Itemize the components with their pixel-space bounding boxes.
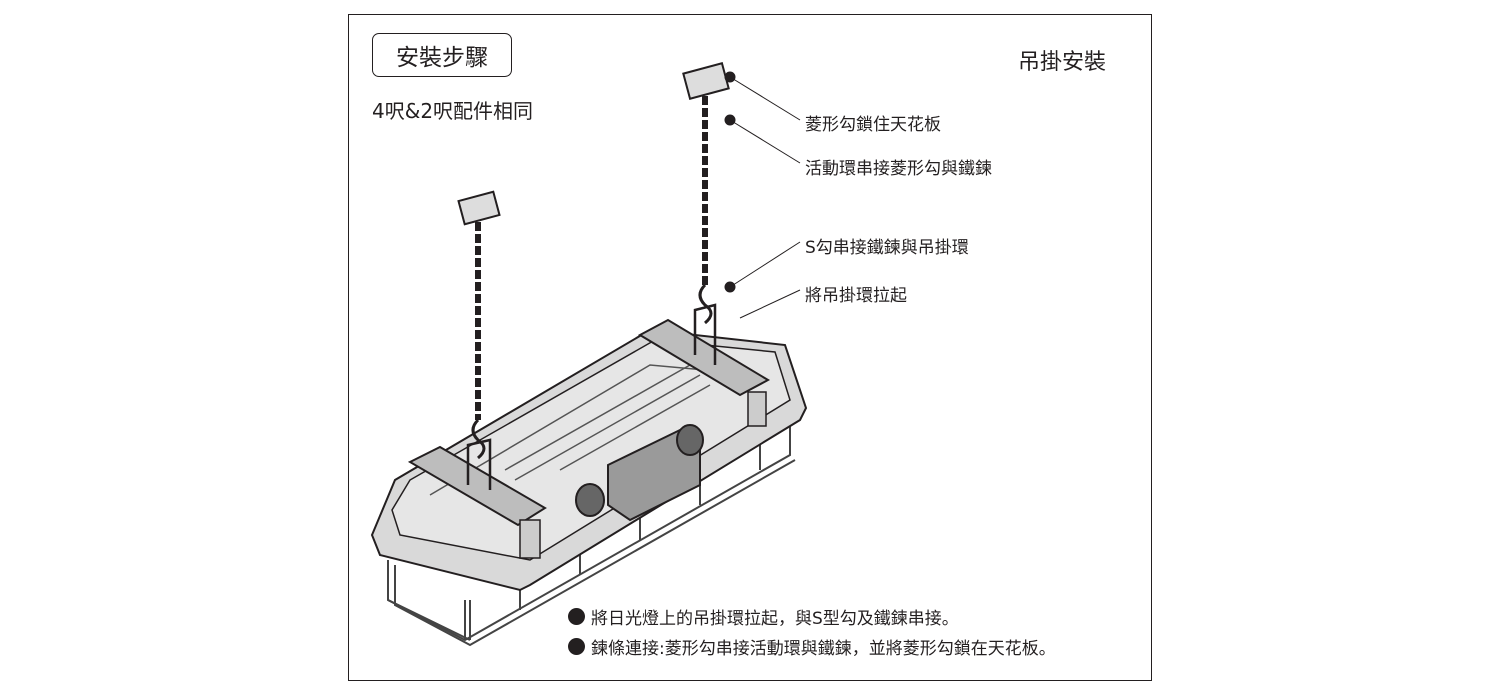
note-1: 將日光燈上的吊掛環拉起，與S型勾及鐵鍊串接。 — [568, 604, 959, 629]
diagram-frame — [348, 14, 1152, 681]
wire-guard — [387, 420, 796, 647]
bullet-icon — [568, 638, 585, 655]
callout-diamond-hook: 菱形勾鎖住天花板 — [805, 115, 941, 135]
callout-s-hook: S勾串接鐵鍊與吊掛環 — [805, 238, 969, 258]
bullet-icon — [568, 608, 585, 625]
callout-lift-ring: 將吊掛環拉起 — [805, 286, 907, 306]
note-text: 將日光燈上的吊掛環拉起，與S型勾及鐵鍊串接。 — [591, 609, 959, 629]
heading: 吊掛安裝 — [1018, 50, 1107, 75]
callout-leaders — [724, 71, 801, 319]
title-box: 安裝步驟 — [372, 33, 512, 77]
note-2: 鍊條連接:菱形勾串接活動環與鐵鍊，並將菱形勾鎖在天花板。 — [568, 634, 1056, 659]
lamp-body — [370, 303, 808, 592]
note-text: 鍊條連接:菱形勾串接活動環與鐵鍊，並將菱形勾鎖在天花板。 — [591, 639, 1056, 659]
subtitle: 4呎&2呎配件相同 — [372, 99, 534, 123]
callout-quick-link: 活動環串接菱形勾與鐵鍊 — [805, 159, 992, 179]
